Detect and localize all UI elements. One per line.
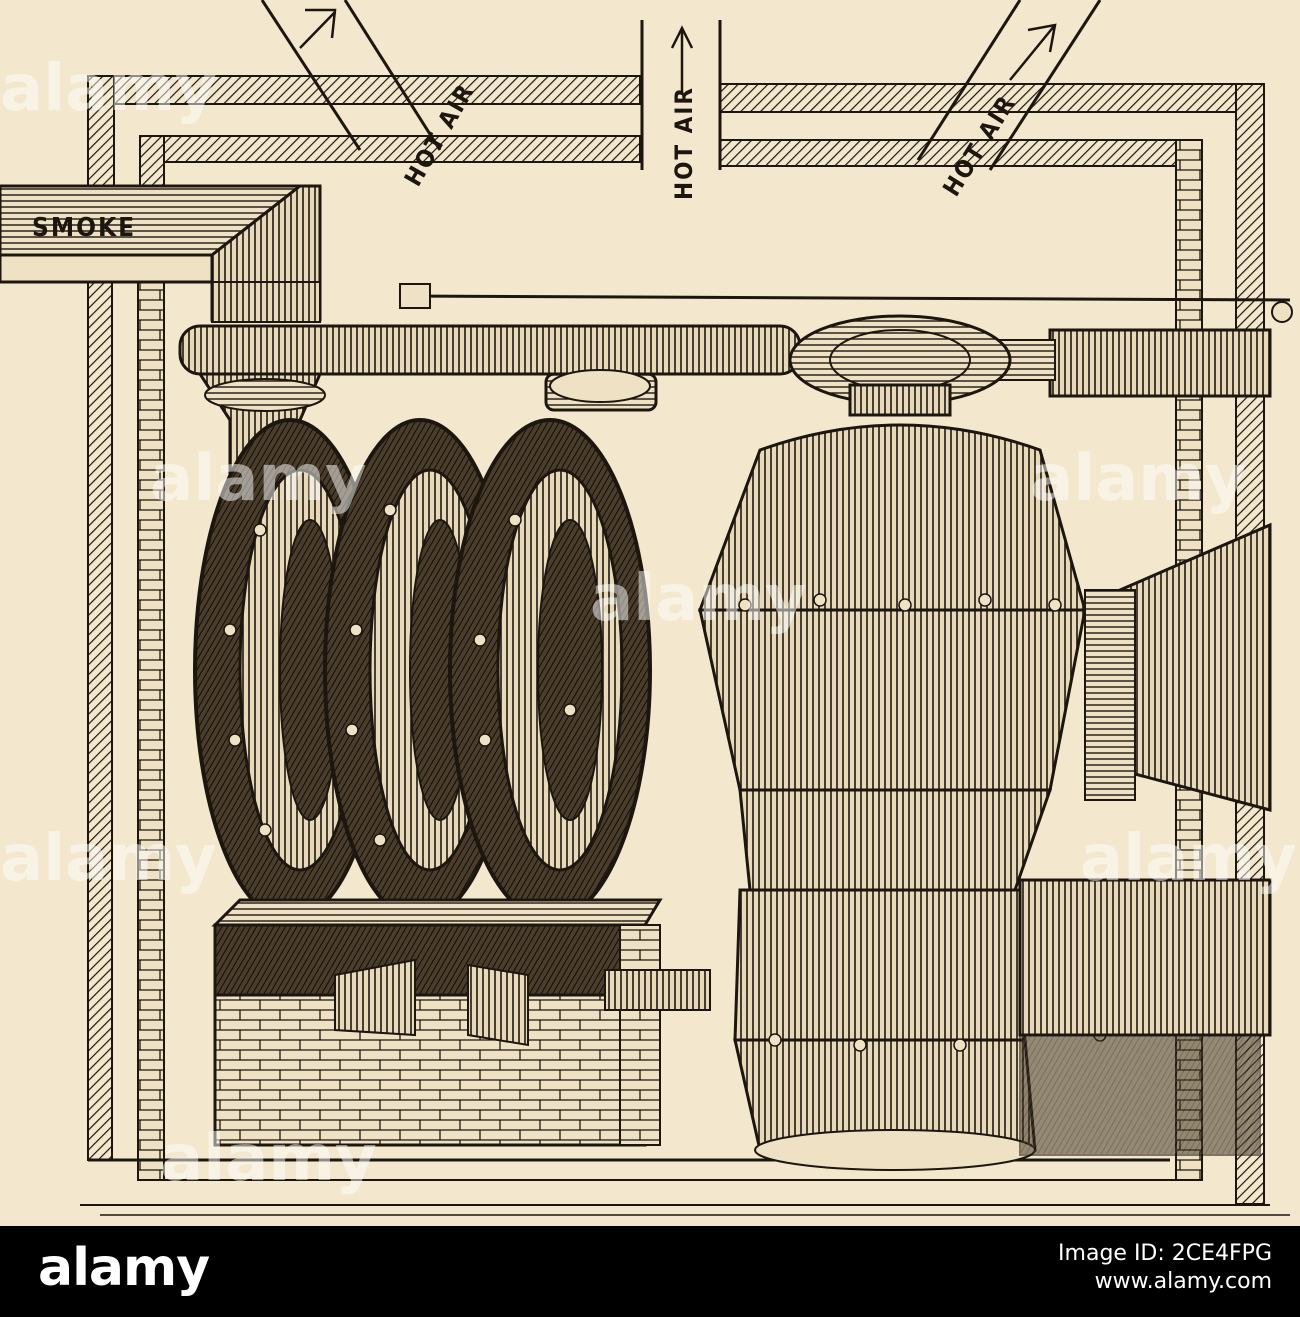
site-url-text: www.alamy.com [1094, 1269, 1272, 1294]
brick-base [211, 898, 711, 1147]
furnace-engraving: SMOKE HOT AIR HOT AIR HOT AIR alamy alam… [0, 0, 1300, 1226]
coil-loop-3 [448, 418, 652, 922]
image-id-text: Image ID: 2CE4FPG [1058, 1241, 1272, 1266]
ash-pit [1018, 878, 1272, 1156]
image-id-block: Image ID: 2CE4FPG www.alamy.com [1058, 1240, 1272, 1296]
header-pipe [178, 283, 1293, 406]
smoke-flue [0, 184, 322, 323]
smoke-label: SMOKE [32, 213, 136, 243]
stock-footer: alamy Image ID: 2CE4FPG www.alamy.com [0, 1226, 1300, 1317]
hot-air-label-center: HOT AIR [670, 86, 698, 200]
alamy-logo: alamy [38, 1238, 210, 1298]
main-furnace [697, 383, 1087, 1171]
hot-air-duct-left [260, 0, 442, 151]
hot-air-duct-center [640, 20, 722, 170]
coil-rivets [223, 503, 577, 847]
hot-air-duct-right [916, 0, 1102, 171]
furnace-door [1084, 522, 1272, 812]
